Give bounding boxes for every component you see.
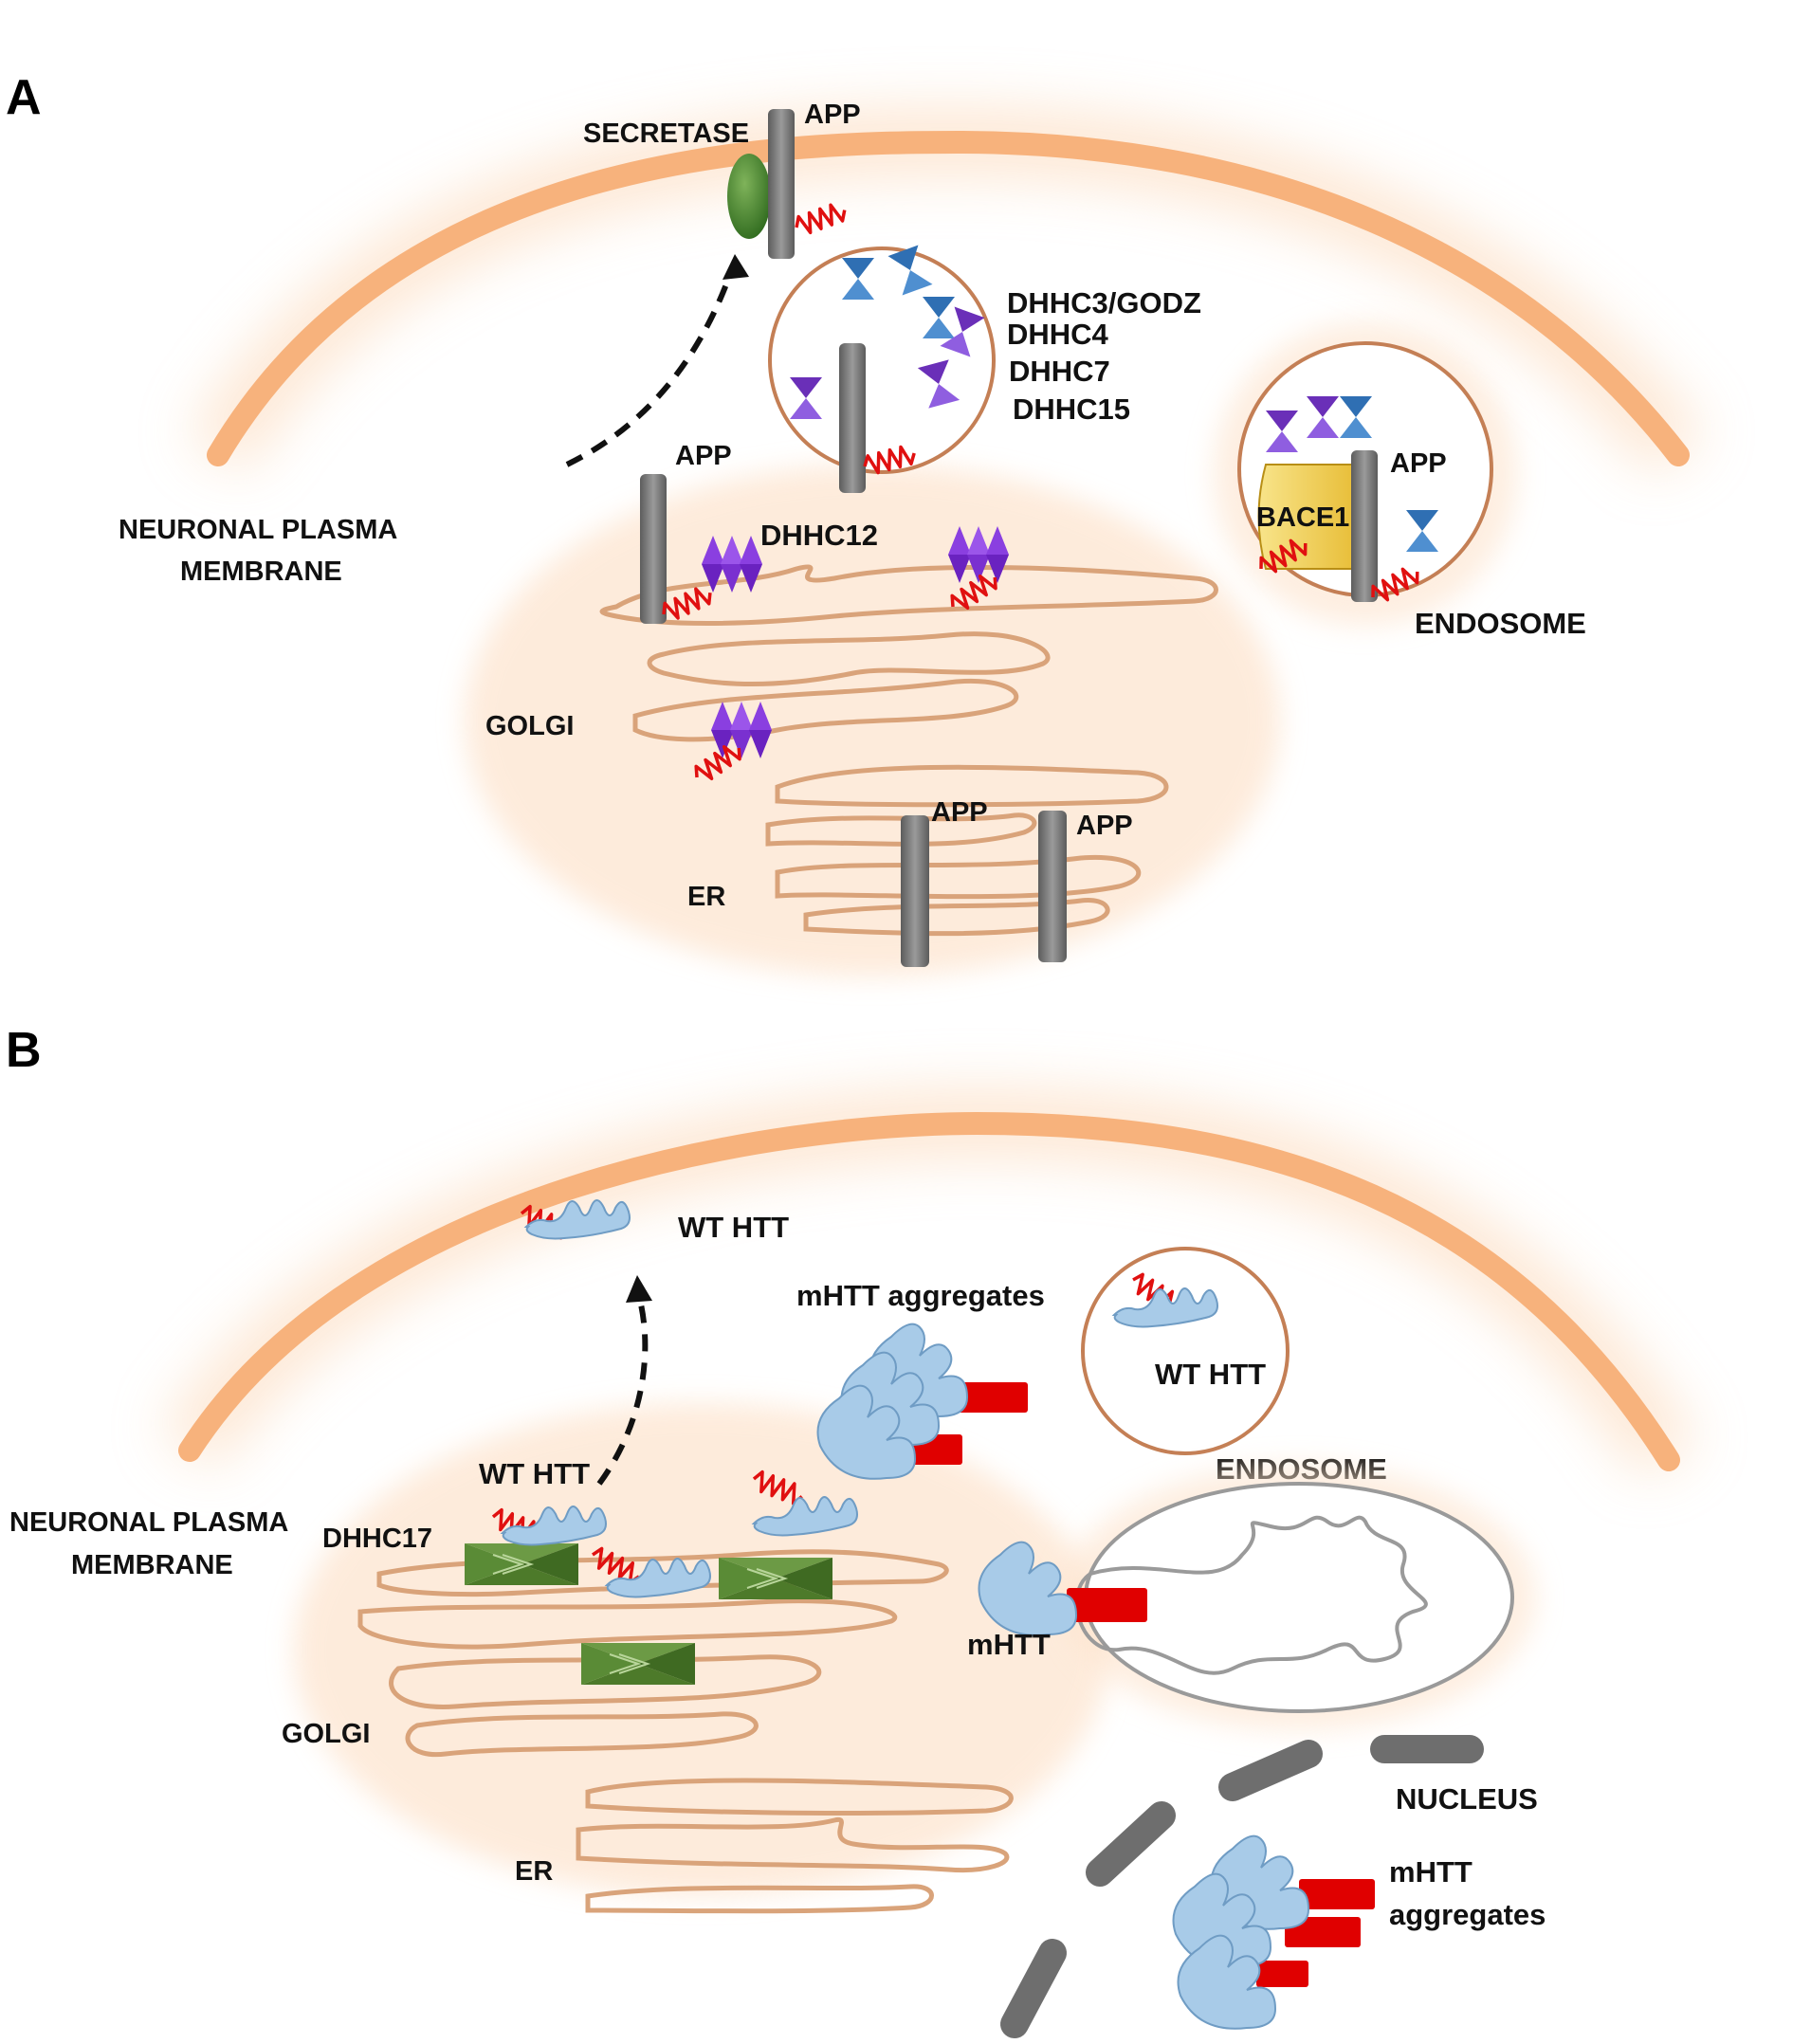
vesicle-dhhc bbox=[768, 246, 996, 474]
label-app-endosome: APP bbox=[1390, 448, 1447, 479]
app-protein-golgi bbox=[640, 474, 667, 624]
label-app-golgi: APP bbox=[675, 441, 732, 471]
dhhc17-icon-3 bbox=[580, 1642, 696, 1686]
mhtt-nuclear-aggregates bbox=[1172, 1834, 1375, 2030]
label-dhhc7: DHHC7 bbox=[1009, 355, 1110, 388]
label-golgi-b: GOLGI bbox=[282, 1719, 370, 1749]
panel-letter-a: A bbox=[6, 70, 42, 125]
label-app-membrane: APP bbox=[804, 100, 861, 130]
nucleus-envelope bbox=[1000, 1735, 1484, 2038]
mhtt-aggregate-cluster bbox=[816, 1323, 1028, 1480]
endosome-b-inner bbox=[1074, 1515, 1428, 1675]
mhtt-protein bbox=[978, 1541, 1147, 1636]
plasma-membrane bbox=[207, 130, 1690, 466]
secretase-enzyme bbox=[727, 154, 771, 239]
er-network-b bbox=[576, 1778, 1014, 1914]
dhhc17-icon-1 bbox=[464, 1542, 579, 1586]
panel-letter-b: B bbox=[6, 1023, 42, 1078]
label-mhtt: mHTT bbox=[967, 1628, 1051, 1661]
label-app-er-2: APP bbox=[1076, 811, 1133, 841]
endosome-b bbox=[1084, 1482, 1514, 1713]
label-dhhc3: DHHC3/GODZ bbox=[1007, 286, 1201, 319]
label-membrane-a-2: MEMBRANE bbox=[180, 557, 342, 587]
label-membrane-a-1: NEURONAL PLASMA bbox=[119, 515, 397, 545]
label-mhtt-aggregates: mHTT aggregates bbox=[796, 1279, 1045, 1312]
label-dhhc15: DHHC15 bbox=[1013, 392, 1130, 426]
label-er-a: ER bbox=[687, 882, 725, 912]
label-bace1: BACE1 bbox=[1256, 502, 1349, 533]
dhhc12-icon-1 bbox=[702, 536, 762, 593]
label-mhtt-nuclear-1: mHTT bbox=[1389, 1855, 1473, 1889]
trafficking-arrowhead-b bbox=[626, 1275, 652, 1303]
trafficking-arrow-b bbox=[596, 1288, 649, 1486]
trafficking-arrowhead-a bbox=[723, 254, 749, 280]
label-dhhc4: DHHC4 bbox=[1007, 318, 1109, 351]
app-protein-er-2 bbox=[1038, 811, 1067, 962]
label-secretase: SECRETASE bbox=[583, 119, 749, 149]
label-wt-htt-golgi: WT HTT bbox=[479, 1457, 590, 1490]
trafficking-arrow-a bbox=[565, 260, 738, 467]
label-nucleus: NUCLEUS bbox=[1396, 1782, 1538, 1816]
dhhc17-icon-2 bbox=[718, 1557, 833, 1600]
vesicle-wt-htt bbox=[1081, 1247, 1290, 1455]
app-protein-endosome bbox=[1351, 450, 1378, 602]
panel-a: A SECRETASE APP bbox=[6, 70, 1705, 976]
label-er-b: ER bbox=[515, 1856, 553, 1887]
label-dhhc12: DHHC12 bbox=[760, 519, 878, 552]
app-protein-membrane bbox=[768, 109, 795, 259]
label-app-er-1: APP bbox=[931, 797, 988, 828]
label-wt-htt-top: WT HTT bbox=[678, 1211, 789, 1244]
golgi-glow-b bbox=[294, 1403, 1109, 1896]
label-wt-htt-vesicle: WT HTT bbox=[1155, 1358, 1266, 1391]
golgi-apparatus-b bbox=[357, 1549, 949, 1758]
app-protein-vesicle bbox=[839, 343, 866, 493]
label-membrane-b-1: NEURONAL PLASMA bbox=[9, 1507, 288, 1538]
label-mhtt-nuclear-2: aggregates bbox=[1389, 1898, 1546, 1931]
label-golgi-a: GOLGI bbox=[485, 711, 574, 741]
panel-b: B WT HTT mHTT aggregates WT HTT ENDOSOME bbox=[6, 1023, 1697, 2038]
app-protein-er-1 bbox=[901, 815, 929, 967]
label-dhhc17: DHHC17 bbox=[322, 1524, 432, 1554]
dhhc12-icon-3 bbox=[711, 702, 772, 758]
label-endosome-a: ENDOSOME bbox=[1415, 607, 1586, 640]
plasma-membrane-b bbox=[178, 1111, 1680, 1471]
label-membrane-b-2: MEMBRANE bbox=[71, 1550, 233, 1580]
dhhc12-icon-2 bbox=[948, 526, 1009, 583]
